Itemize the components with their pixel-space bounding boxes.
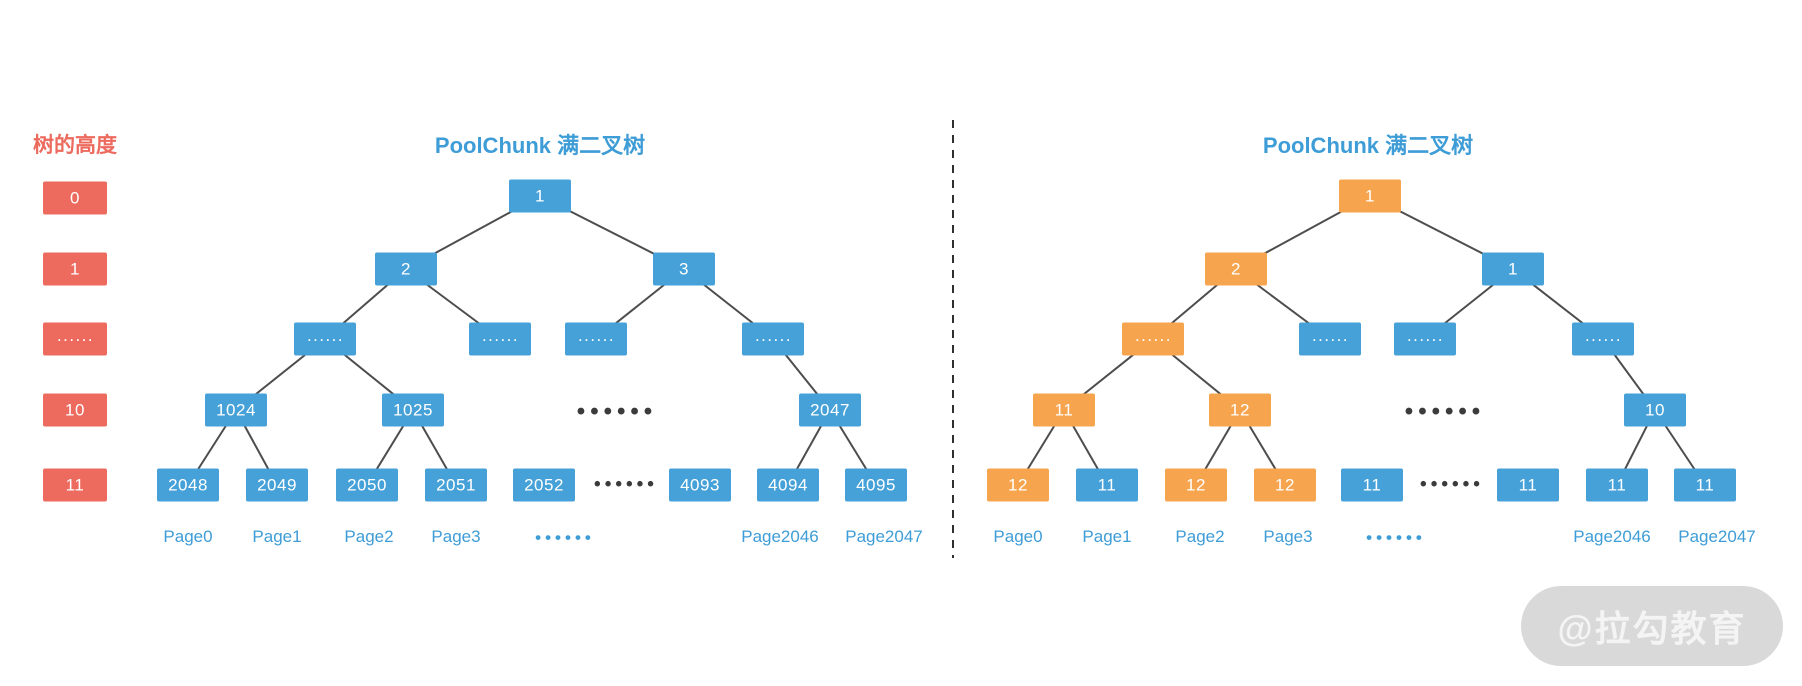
left-page-label-2: Page2 bbox=[344, 527, 394, 546]
left-node-ellipsis-0: ······ bbox=[294, 322, 356, 356]
legend-height-ellipsis: ······ bbox=[43, 322, 107, 356]
right-leaf-0: 12 bbox=[987, 468, 1049, 502]
right-page-ellipsis-dots: •••••• bbox=[1366, 528, 1426, 547]
left-node-2: 2 bbox=[375, 252, 437, 286]
right-node-l1-1: 1 bbox=[1482, 252, 1544, 286]
left-node-ellipsis-1: ······ bbox=[469, 322, 531, 356]
left-node-3: 3 bbox=[653, 252, 715, 286]
legend-height-1: 1 bbox=[43, 252, 107, 286]
left-leaf-2050: 2050 bbox=[336, 468, 398, 502]
right-leaf-7: 11 bbox=[1674, 468, 1736, 502]
left-leaf-4093: 4093 bbox=[669, 468, 731, 502]
legend-title: 树的高度 bbox=[33, 134, 117, 157]
left-page-label-0: Page0 bbox=[163, 527, 213, 546]
left-branch-ellipsis-dots: •••••• bbox=[576, 398, 658, 425]
right-branch-ellipsis-dots: •••••• bbox=[1404, 398, 1486, 425]
left-leaf-ellipsis-dots: •••••• bbox=[594, 474, 658, 495]
left-page-label-1: Page1 bbox=[252, 527, 302, 546]
left-node-1025: 1025 bbox=[382, 393, 444, 427]
right-leaf-ellipsis-dots: •••••• bbox=[1420, 474, 1484, 495]
right-node-ellipsis-2: ······ bbox=[1394, 322, 1456, 356]
left-leaf-4094: 4094 bbox=[757, 468, 819, 502]
right-tree-title: PoolChunk 满二叉树 bbox=[1262, 133, 1474, 158]
right-page-label-1: Page1 bbox=[1082, 527, 1132, 546]
left-page-label-2046: Page2046 bbox=[741, 527, 819, 546]
legend-height-10: 10 bbox=[43, 393, 107, 427]
right-leaf-3: 12 bbox=[1254, 468, 1316, 502]
right-node-l3-0: 11 bbox=[1033, 393, 1095, 427]
right-node-l3-2: 10 bbox=[1624, 393, 1686, 427]
right-page-label-2046: Page2046 bbox=[1573, 527, 1651, 546]
right-page-label-2047: Page2047 bbox=[1678, 527, 1756, 546]
left-leaf-2048: 2048 bbox=[157, 468, 219, 502]
left-node-2047: 2047 bbox=[799, 393, 861, 427]
right-leaf-1: 11 bbox=[1076, 468, 1138, 502]
left-node-ellipsis-2: ······ bbox=[565, 322, 627, 356]
lagou-education-watermark: @拉勾教育 bbox=[1521, 586, 1783, 666]
left-root-node: 1 bbox=[509, 179, 571, 213]
right-leaf-6: 11 bbox=[1586, 468, 1648, 502]
left-page-label-2047: Page2047 bbox=[845, 527, 923, 546]
left-node-ellipsis-3: ······ bbox=[742, 322, 804, 356]
left-page-ellipsis-dots: •••••• bbox=[535, 528, 595, 547]
left-tree-title: PoolChunk 满二叉树 bbox=[434, 133, 646, 158]
right-leaf-2: 12 bbox=[1165, 468, 1227, 502]
right-page-label-2: Page2 bbox=[1175, 527, 1225, 546]
left-leaf-2052: 2052 bbox=[513, 468, 575, 502]
legend-height-11: 11 bbox=[43, 468, 107, 502]
left-leaf-2049: 2049 bbox=[246, 468, 308, 502]
right-leaf-5: 11 bbox=[1497, 468, 1559, 502]
right-node-ellipsis-0: ······ bbox=[1122, 322, 1184, 356]
legend-height-0: 0 bbox=[43, 181, 107, 215]
left-node-1024: 1024 bbox=[205, 393, 267, 427]
right-root-node: 1 bbox=[1339, 179, 1401, 213]
right-page-label-0: Page0 bbox=[993, 527, 1043, 546]
right-node-ellipsis-3: ······ bbox=[1572, 322, 1634, 356]
right-page-label-3: Page3 bbox=[1263, 527, 1313, 546]
left-page-label-3: Page3 bbox=[431, 527, 481, 546]
left-leaf-4095: 4095 bbox=[845, 468, 907, 502]
right-node-l1-0: 2 bbox=[1205, 252, 1267, 286]
right-leaf-4: 11 bbox=[1341, 468, 1403, 502]
left-leaf-2051: 2051 bbox=[425, 468, 487, 502]
right-node-ellipsis-1: ······ bbox=[1299, 322, 1361, 356]
right-node-l3-1: 12 bbox=[1209, 393, 1271, 427]
